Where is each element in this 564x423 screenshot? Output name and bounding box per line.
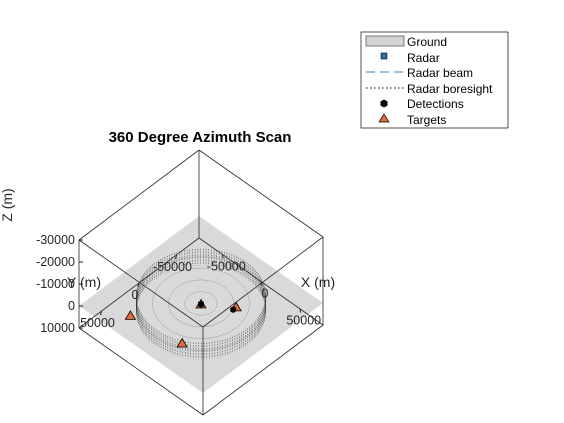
legend-target-marker	[378, 113, 390, 123]
y-tick-label: -50000	[153, 260, 192, 274]
legend-ground-swatch	[365, 35, 405, 47]
y-tick	[175, 254, 177, 259]
y-tick	[137, 282, 140, 288]
legend-label: Radar boresight	[407, 82, 493, 96]
legend-radar-marker	[380, 52, 388, 60]
z-axis-label: Z (m)	[0, 188, 15, 221]
z-tick-label: -10000	[36, 277, 75, 291]
box-edge	[202, 324, 324, 416]
legend-label: Radar beam	[407, 66, 473, 80]
box-edge	[78, 239, 204, 328]
legend-item-radar-boresight: Radar boresight	[366, 82, 493, 96]
legend-label: Ground	[407, 35, 447, 49]
legend-box	[360, 31, 509, 129]
legend-item-detections: Detections	[380, 97, 464, 111]
target-marker	[124, 310, 137, 320]
legend-item-radar: Radar	[380, 51, 440, 65]
z-tick-label: 10000	[40, 321, 75, 335]
scan-ring	[184, 291, 218, 316]
scan-ring	[136, 256, 266, 351]
legend-label: Radar	[407, 51, 440, 65]
z-tick-label: -20000	[36, 255, 75, 269]
target-marker	[176, 337, 188, 348]
x-axis-label: X (m)	[301, 274, 335, 290]
axis-ticks: -50000 0 50000 -50000 0 50000 -30000 -20000 -100…	[36, 233, 321, 335]
data-markers	[124, 298, 242, 348]
legend[interactable]: Ground Radar Radar beam Radar boresight …	[360, 31, 509, 129]
legend-detection-marker	[380, 99, 388, 108]
y-axis-label: Y (m)	[67, 274, 101, 290]
y-tick	[100, 311, 102, 316]
box-edge	[78, 149, 200, 241]
x-tick	[260, 281, 263, 286]
scan-ring	[168, 279, 234, 328]
x-tick-label: -50000	[207, 259, 246, 273]
detection-marker	[230, 306, 237, 314]
legend-item-ground: Ground	[365, 35, 447, 49]
chart-title: 360 Degree Azimuth Scan	[109, 129, 292, 146]
detection-marker	[198, 301, 204, 308]
legend-label: Targets	[407, 113, 446, 127]
z-tick-label: 0	[68, 299, 75, 313]
legend-item-targets: Targets	[378, 113, 446, 127]
y-tick-label: 0	[132, 288, 139, 302]
box-edge	[198, 149, 324, 238]
x-tick	[299, 308, 302, 313]
box-edge	[78, 327, 204, 416]
legend-label: Detections	[407, 97, 464, 111]
axes-box	[78, 149, 324, 416]
plot-area[interactable]: -50000 0 50000 -50000 0 50000 -30000 -20000 -100…	[36, 149, 324, 416]
box-edge	[202, 236, 324, 328]
x-tick-label: 0	[262, 287, 269, 301]
y-tick-label: 50000	[80, 316, 115, 330]
x-tick	[221, 254, 224, 259]
legend-item-radar-beam: Radar beam	[366, 66, 473, 80]
x-tick-label: 50000	[286, 314, 321, 328]
z-tick-label: -30000	[36, 233, 75, 247]
